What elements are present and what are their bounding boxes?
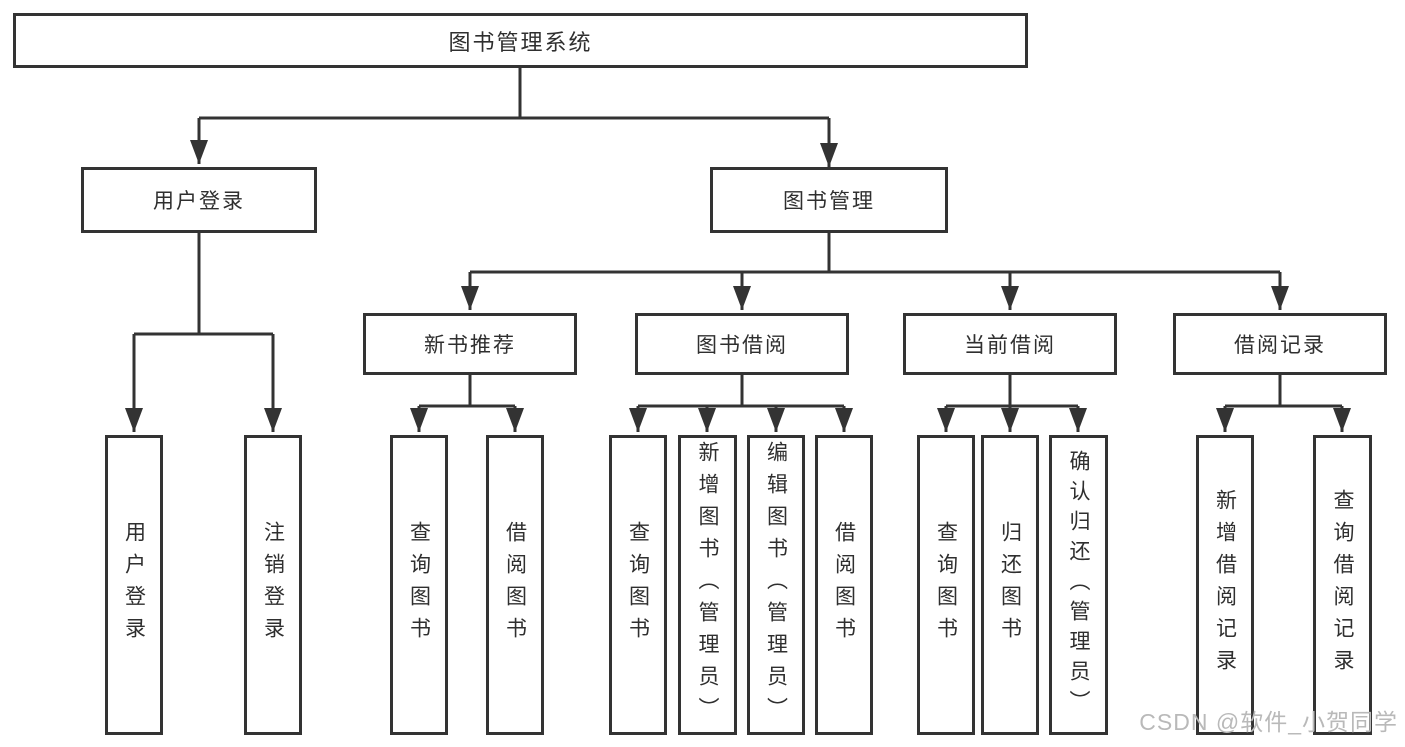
leaf-query-books-borrowing: 查询图书	[609, 435, 667, 735]
leaf-query-books-recommend-label: 查询图书	[407, 521, 431, 649]
node-borrowing-records: 借阅记录	[1173, 313, 1387, 375]
node-book-borrowing: 图书借阅	[635, 313, 849, 375]
leaf-query-books-recommend: 查询图书	[390, 435, 448, 735]
leaf-add-book-admin-label: 新增图书（管理员）	[696, 441, 719, 729]
node-current-borrowing: 当前借阅	[903, 313, 1117, 375]
leaf-add-borrow-record-label: 新增借阅记录	[1213, 489, 1237, 681]
leaf-edit-book-admin: 编辑图书（管理员）	[747, 435, 805, 735]
leaf-borrow-books-recommend-label: 借阅图书	[503, 521, 527, 649]
leaf-logout: 注销登录	[244, 435, 302, 735]
leaf-query-borrow-record: 查询借阅记录	[1313, 435, 1372, 735]
leaf-confirm-return-admin-label: 确认归还（管理员）	[1067, 450, 1090, 720]
node-user-login: 用户登录	[81, 167, 317, 233]
leaf-add-borrow-record: 新增借阅记录	[1196, 435, 1254, 735]
leaf-borrow-books-borrowing: 借阅图书	[815, 435, 873, 735]
leaf-edit-book-admin-label: 编辑图书（管理员）	[764, 441, 788, 729]
leaf-return-book: 归还图书	[981, 435, 1039, 735]
node-library-management-system: 图书管理系统	[13, 13, 1028, 68]
leaf-query-books-current: 查询图书	[917, 435, 975, 735]
tree-edges	[125, 68, 1351, 432]
leaf-user-login-label: 用户登录	[122, 521, 146, 649]
node-book-management: 图书管理	[710, 167, 948, 233]
leaf-return-book-label: 归还图书	[998, 521, 1022, 649]
leaf-borrow-books-recommend: 借阅图书	[486, 435, 544, 735]
leaf-borrow-books-borrowing-label: 借阅图书	[832, 521, 856, 649]
leaf-add-book-admin: 新增图书（管理员）	[678, 435, 737, 735]
node-new-book-recommend: 新书推荐	[363, 313, 577, 375]
leaf-logout-label: 注销登录	[261, 521, 285, 649]
leaf-user-login: 用户登录	[105, 435, 163, 735]
leaf-confirm-return-admin: 确认归还（管理员）	[1049, 435, 1108, 735]
leaf-query-books-current-label: 查询图书	[934, 521, 958, 649]
leaf-query-borrow-record-label: 查询借阅记录	[1331, 489, 1354, 681]
leaf-query-books-borrowing-label: 查询图书	[626, 521, 650, 649]
